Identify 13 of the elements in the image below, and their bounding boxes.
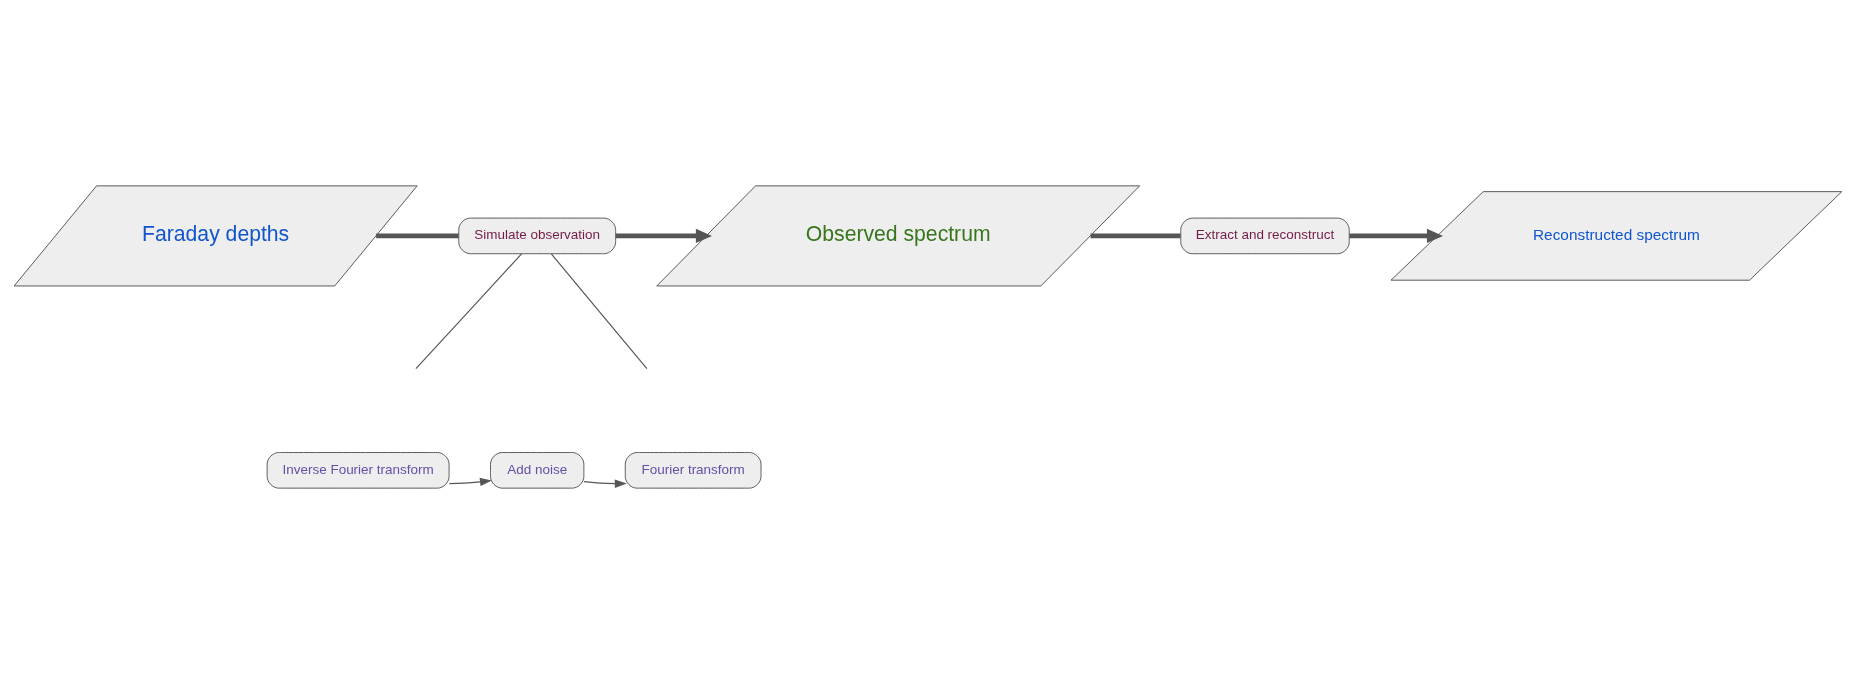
arrow [615, 228, 712, 243]
connector [1090, 233, 1181, 239]
arrow [1349, 228, 1444, 243]
arrow [448, 477, 492, 487]
node-box: Fourier transform [624, 452, 762, 489]
node-box: Simulate observation [458, 217, 617, 255]
connector [376, 233, 459, 239]
arrow [583, 479, 627, 488]
node-box: Add noise [490, 452, 585, 489]
node-box: Extract and reconstruct [1180, 217, 1350, 255]
node-box: Inverse Fourier transform [266, 452, 450, 489]
connector [415, 253, 523, 370]
connector [550, 253, 648, 370]
